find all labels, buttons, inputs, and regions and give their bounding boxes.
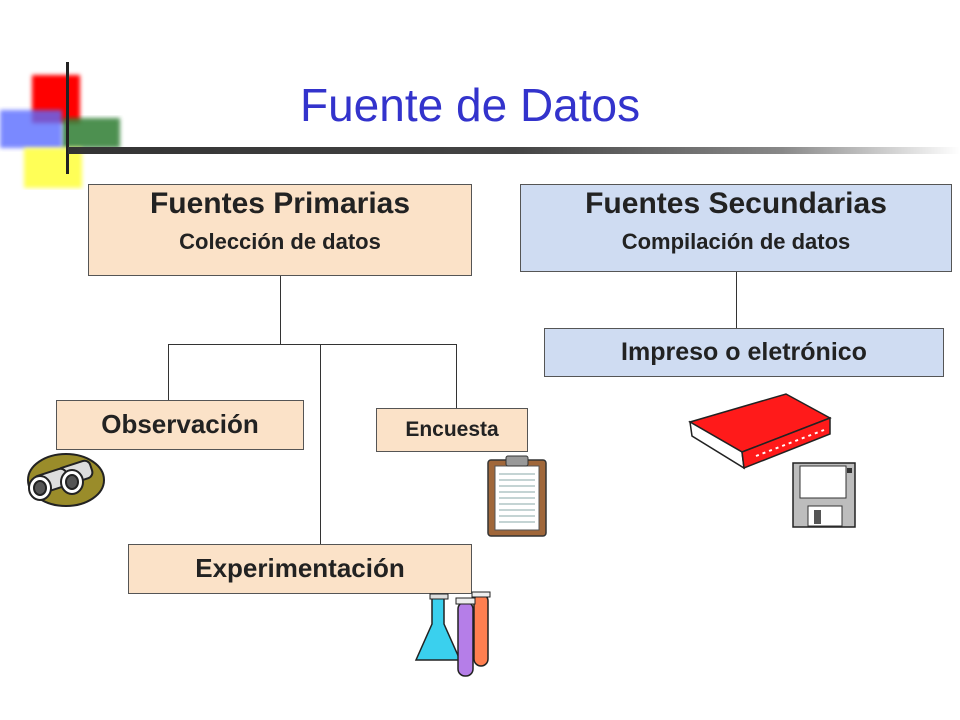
connector-line: [320, 344, 321, 544]
corner-squares-icon: [0, 62, 120, 188]
primary-sources-subtitle: Colección de datos: [179, 229, 381, 254]
corner-decoration: [0, 60, 130, 190]
secondary-sources-subtitle: Compilación de datos: [621, 229, 851, 254]
print-electronic-label: Impreso o eletrónico: [621, 338, 867, 366]
lab-flask-icon: [414, 588, 498, 678]
survey-box: Encuesta: [376, 408, 528, 452]
primary-sources-box: Fuentes Primarias Colección de datos: [88, 184, 472, 276]
page-title: Fuente de Datos: [300, 79, 641, 131]
primary-sources-title: Fuentes Primarias: [149, 187, 411, 220]
secondary-sources-box: Fuentes Secundarias Compilación de datos: [520, 184, 952, 272]
experimentation-label: Experimentación: [195, 553, 405, 583]
observation-box: Observación: [56, 400, 304, 450]
connector-line: [736, 272, 737, 328]
floppy-disk-icon: [792, 462, 856, 528]
clipboard-icon: [486, 454, 548, 538]
connector-line: [168, 344, 457, 345]
connector-line: [456, 344, 457, 408]
survey-label: Encuesta: [405, 418, 499, 441]
binoculars-icon: [22, 446, 106, 510]
print-electronic-box: Impreso o eletrónico: [544, 328, 944, 377]
secondary-sources-title: Fuentes Secundarias: [585, 187, 887, 220]
connector-line: [168, 344, 169, 400]
experimentation-box: Experimentación: [128, 544, 472, 594]
title-underline: [68, 147, 960, 154]
observation-label: Observación: [101, 409, 259, 439]
connector-line: [280, 276, 281, 344]
red-book-icon: [686, 392, 834, 472]
